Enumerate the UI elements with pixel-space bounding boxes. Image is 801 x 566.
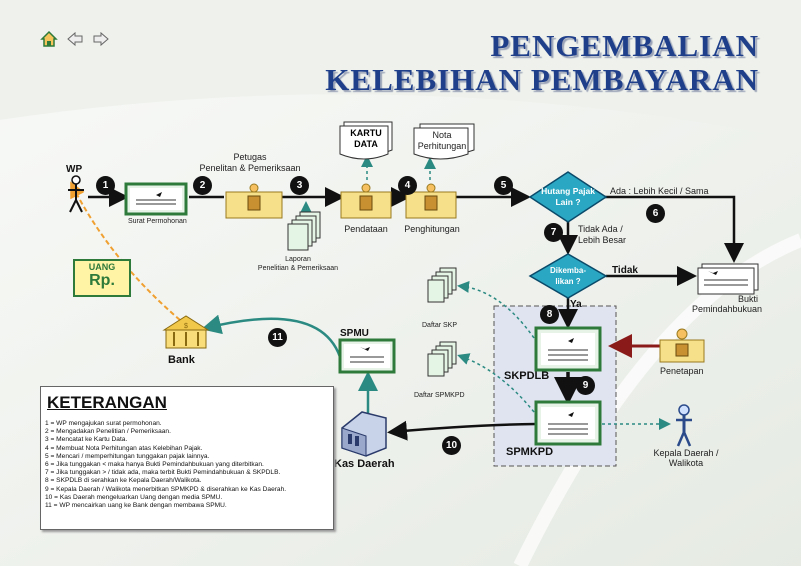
daftar-spmkpd-label: Daftar SPMKPD (414, 392, 465, 399)
legend-item: 10 = Kas Daerah mengeluarkan Uang dengan… (45, 493, 223, 501)
rp-label: Rp. (89, 272, 115, 289)
legend-item: 1 = WP mengajukan surat permohonan. (45, 420, 162, 427)
arrow-bank-wp (70, 181, 181, 321)
spmu-label: SPMU (340, 328, 369, 339)
ada-label: Ada : Lebih Kecil / Sama (610, 186, 709, 196)
pendataan-person-box-icon (340, 183, 392, 219)
likan-label: likan ? (555, 277, 581, 286)
arrow-spmkpd-kas (387, 420, 537, 441)
spmkpd-form-icon (534, 400, 602, 446)
step-2-badge: 2 (193, 176, 212, 195)
wp-label: WP (66, 164, 83, 175)
arrow-daftar-skp (457, 280, 535, 339)
petugas-person-box-icon (225, 183, 283, 219)
legend-item: 4 = Membuat Nota Perhitungan atas Kelebi… (45, 444, 203, 452)
skpdlb-label: SKPDLB (504, 370, 550, 382)
wp-person-icon (68, 175, 84, 213)
kas-daerah-label: Kas Daerah (334, 458, 395, 470)
tidak-label: Tidak (612, 265, 638, 276)
laporan-sub-label: Penelitian & Pemeriksaan (257, 265, 339, 272)
arrow-spmu-bank (201, 314, 342, 358)
legend-item: 3 = Mencatat ke Kartu Data. (45, 436, 128, 444)
daftar-skp-label: Daftar SKP (422, 322, 458, 329)
legend-item: 2 = Mengadakan Penelitian / Pemeriksaan. (45, 428, 171, 436)
spmkpd-label: SPMKPD (506, 446, 554, 458)
step-4-badge: 4 (398, 176, 417, 195)
pemindahbukuan-label: Pemindahbukuan (692, 304, 763, 314)
data-label: DATA (354, 139, 378, 149)
dikemba-label: Dikemba- (549, 266, 587, 275)
step-9-badge: 9 (576, 376, 595, 395)
pendataan-label: Pendataan (344, 224, 388, 234)
ya-label: Ya (570, 299, 582, 310)
tidak-ada-label: Tidak Ada / (578, 224, 623, 234)
laporan-documents-icon (287, 211, 321, 251)
step-5-badge: 5 (494, 176, 513, 195)
kartu-data-card-icon (339, 121, 393, 160)
kas-daerah-building-icon (341, 411, 387, 457)
perhitungan-label: Perhitungan (417, 141, 467, 151)
arrow-left-icon[interactable] (66, 30, 84, 48)
walikota-label: Walikota (668, 458, 704, 468)
laporan-label: Laporan (285, 256, 311, 263)
surat-permohonan-label: Surat Permohonan (128, 218, 187, 225)
step-11-badge: 11 (268, 328, 287, 347)
step-10-badge: 10 (442, 436, 461, 455)
uang-box (73, 259, 131, 297)
penetapan-person-box-icon (659, 328, 705, 363)
page-title-line1: PENGEMBALIAN (490, 28, 759, 63)
penghitungan-label: Penghitungan (404, 224, 460, 234)
hutang-label-2: Lain ? (555, 197, 581, 207)
hutang-label: Hutang Pajak (541, 186, 595, 196)
petugas-label: Petugas (233, 152, 267, 162)
step-3-badge: 3 (290, 176, 309, 195)
spmu-form-icon (338, 338, 396, 374)
dikembalikan-decision-diamond (528, 253, 608, 299)
legend-item: 6 = Jika tunggakan < maka hanya Bukti Pe… (45, 461, 264, 469)
legend-title: KETERANGAN (47, 393, 167, 412)
step-6-badge: 6 (646, 204, 665, 223)
step-1-badge: 1 (96, 176, 115, 195)
hutang-decision-diamond (528, 171, 608, 223)
legend-item: 11 = WP mencairkan uang ke Bank dengan m… (45, 502, 227, 510)
penghitungan-person-box-icon (405, 183, 457, 219)
penetapan-label: Penetapan (660, 366, 704, 376)
kartu-label: KARTU (350, 128, 382, 138)
daftar-skp-documents-icon (427, 267, 457, 303)
legend-list: 1 = WP mengajukan surat permohonan. 2 = … (45, 420, 286, 510)
bukti-pemindahbukuan-icon (697, 263, 759, 295)
kepala-daerah-person-icon (676, 404, 692, 447)
legend-item: 5 = Mencari / memperhitungan tunggakan p… (45, 452, 210, 460)
home-icon[interactable] (40, 30, 58, 48)
step-7-badge: 7 (544, 223, 563, 242)
surat-permohonan-form-icon (124, 182, 188, 216)
arrow-ada-bukti (604, 195, 744, 263)
legend-item: 7 = Jika tunggakan > / tidak ada, maka t… (45, 469, 281, 477)
bank-building-icon: $ (162, 315, 210, 349)
background-swoosh (513, 233, 801, 566)
kepala-daerah-label: Kepala Daerah / (653, 448, 719, 458)
bukti-label: Bukti (738, 294, 759, 304)
lebih-besar-label: Lebih Besar (578, 235, 627, 245)
arrow-right-icon[interactable] (92, 30, 110, 48)
penelitan-label: Penelitan & Pemeriksaan (199, 163, 301, 173)
page-title-line2: KELEBIHAN PEMBAYARAN (325, 62, 759, 97)
legend-item: 8 = SKPDLB di serahkan ke Kepala Daerah/… (45, 477, 202, 485)
nota-label: Nota (432, 130, 452, 140)
bank-label: Bank (168, 354, 195, 366)
nota-perhitungan-doc-icon (413, 123, 475, 160)
uang-label: UANG (88, 262, 116, 272)
legend-panel: KETERANGAN 1 = WP mengajukan surat permo… (40, 386, 334, 530)
skpdlb-form-icon (534, 326, 602, 372)
daftar-spmkpd-documents-icon (427, 341, 457, 377)
svg-text:$: $ (184, 323, 188, 330)
legend-item: 9 = Kepala Daerah / Walikota menerbitkan… (45, 485, 287, 493)
arrow-daftar-spmkpd (457, 353, 535, 413)
step-8-badge: 8 (540, 305, 559, 324)
